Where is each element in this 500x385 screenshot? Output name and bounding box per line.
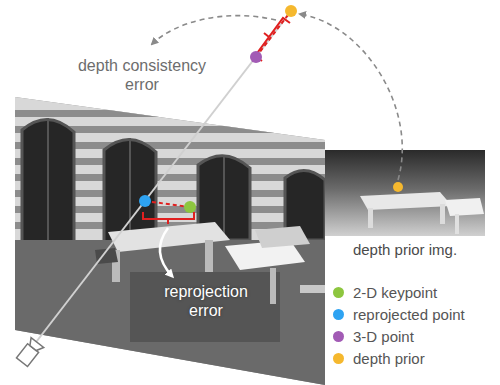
camera-icon bbox=[16, 338, 44, 368]
reprojection-arrow bbox=[160, 228, 172, 276]
legend-row: 3-D point bbox=[333, 328, 414, 345]
reprojection-dash bbox=[145, 201, 190, 207]
legend-swatch bbox=[333, 353, 344, 364]
depth-prior-dot bbox=[285, 5, 297, 17]
3d-point-dot bbox=[250, 51, 262, 63]
error-label: reprojection error bbox=[150, 282, 262, 320]
depth-dash bbox=[256, 11, 291, 57]
depth-prior-image bbox=[325, 150, 485, 236]
camera-ray bbox=[30, 10, 292, 350]
legend-text: 3-D point bbox=[353, 328, 414, 345]
legend-swatch bbox=[333, 309, 344, 320]
error-arrow bbox=[152, 16, 276, 44]
keypoint-dot bbox=[184, 201, 196, 213]
legend-row: reprojected point bbox=[333, 306, 465, 323]
photo bbox=[0, 90, 330, 385]
reprojected-dot bbox=[139, 195, 151, 207]
legend-row: depth prior bbox=[333, 350, 425, 367]
depth-prior-arrow bbox=[300, 14, 402, 180]
image-caption: depth prior img. bbox=[325, 241, 485, 259]
legend-row: 2-D keypoint bbox=[333, 284, 437, 301]
reprojection-bracket bbox=[143, 212, 194, 224]
legend-text: depth prior bbox=[353, 350, 425, 367]
legend-text: 2-D keypoint bbox=[353, 284, 437, 301]
legend-swatch bbox=[333, 331, 344, 342]
legend-text: reprojected point bbox=[353, 306, 465, 323]
error-label: depth consistency error bbox=[62, 56, 222, 94]
legend-swatch bbox=[333, 287, 344, 298]
